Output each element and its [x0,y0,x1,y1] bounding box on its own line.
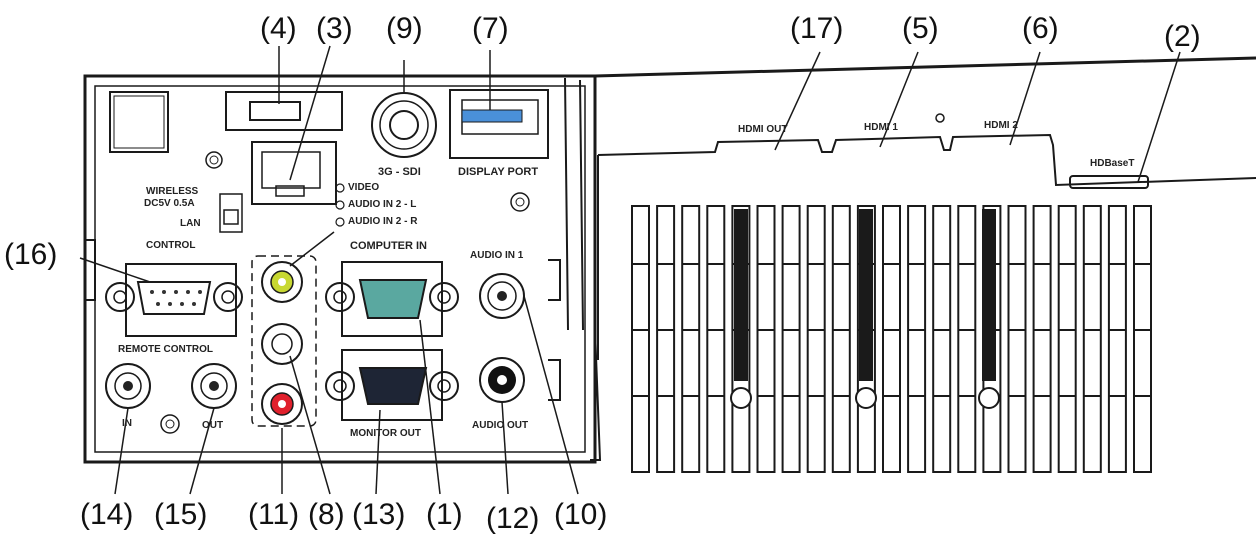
label-audio-in2-l: AUDIO IN 2 - L [348,199,417,210]
vent-slot [882,205,901,473]
callout-10: (10) [554,498,608,531]
rca-video-outer [261,261,303,303]
vent-screw [855,387,877,409]
label-monitor-out: MONITOR OUT [350,428,421,439]
label-in: IN [122,418,132,429]
vent-slot [806,205,826,473]
label-dc5v: DC5V 0.5A [144,198,195,209]
label-audio-out: AUDIO OUT [472,420,529,431]
label-lan: LAN [180,218,201,229]
callout-14: (14) [80,498,134,531]
label-out: OUT [202,420,224,431]
vent-slot [957,205,977,473]
displayport-housing [449,89,549,159]
callout-6: (6) [1022,12,1059,45]
label-hdmi-2: HDMI 2 [984,120,1018,131]
callout-5: (5) [902,12,939,45]
vent-slot [1082,205,1102,473]
vent-slot [681,205,701,473]
label-audio-in1: AUDIO IN 1 [470,250,524,261]
callout-9: (9) [386,12,423,45]
sdi-bnc-connector [371,92,437,158]
vent-slot [756,205,776,473]
callout-1: (1) [426,498,463,531]
label-control: CONTROL [146,240,196,251]
label-audio-in2-r: AUDIO IN 2 - R [348,216,418,227]
vent-screw [730,387,752,409]
lan-port-housing [251,141,337,205]
vent-slot [907,205,927,473]
callout-11: (11) [248,498,300,531]
monitor-out-plate [341,349,443,421]
vent-slot [1107,205,1127,473]
callout-15: (15) [154,498,208,531]
label-3g-sdi: 3G - SDI [378,166,421,178]
vent-channel [859,209,873,381]
label-display-port: DISPLAY PORT [458,166,539,178]
callout-2: (2) [1164,20,1201,53]
hdmi-wireless-slot [225,91,343,131]
vent-slot [631,205,650,473]
callout-4: (4) [260,12,297,45]
callout-16: (16) [4,238,58,271]
label-video: VIDEO [348,182,380,193]
left-panel-frame [83,74,597,464]
callout-12: (12) [486,502,540,535]
rca-audio-r-outer [261,383,303,425]
vent-grille [631,205,1152,473]
callout-7: (7) [472,12,509,45]
vent-slot [656,205,676,473]
vent-slot [1057,205,1077,473]
vent-slot [1032,205,1052,473]
label-computer-in: COMPUTER IN [350,240,427,252]
vent-screw [978,387,1000,409]
control-dsub-shell [136,281,212,315]
rca-audio-l-outer [261,323,303,365]
label-hdmi-out: HDMI OUT [738,124,788,135]
label-wireless: WIRELESS [146,186,199,197]
callout-13: (13) [352,498,406,531]
vent-channel [982,209,996,381]
vent-slot [1007,205,1027,473]
callout-3: (3) [316,12,353,45]
control-dsub-plate [125,263,237,337]
vent-slot [781,205,801,473]
vent-slot [831,205,851,473]
label-hdbaset: HDBaseT [1090,158,1135,169]
vent-channel [734,209,748,381]
vent-slot [706,205,726,473]
callout-8: (8) [308,498,345,531]
vent-slot [1133,205,1152,473]
plate-square [109,91,169,153]
hdbaset-port [1069,175,1149,189]
label-remote-control: REMOTE CONTROL [118,344,213,355]
callout-17: (17) [790,12,844,45]
label-hdmi-1: HDMI 1 [864,122,898,133]
vent-slot [932,205,952,473]
right-housing-outline [597,133,1256,187]
